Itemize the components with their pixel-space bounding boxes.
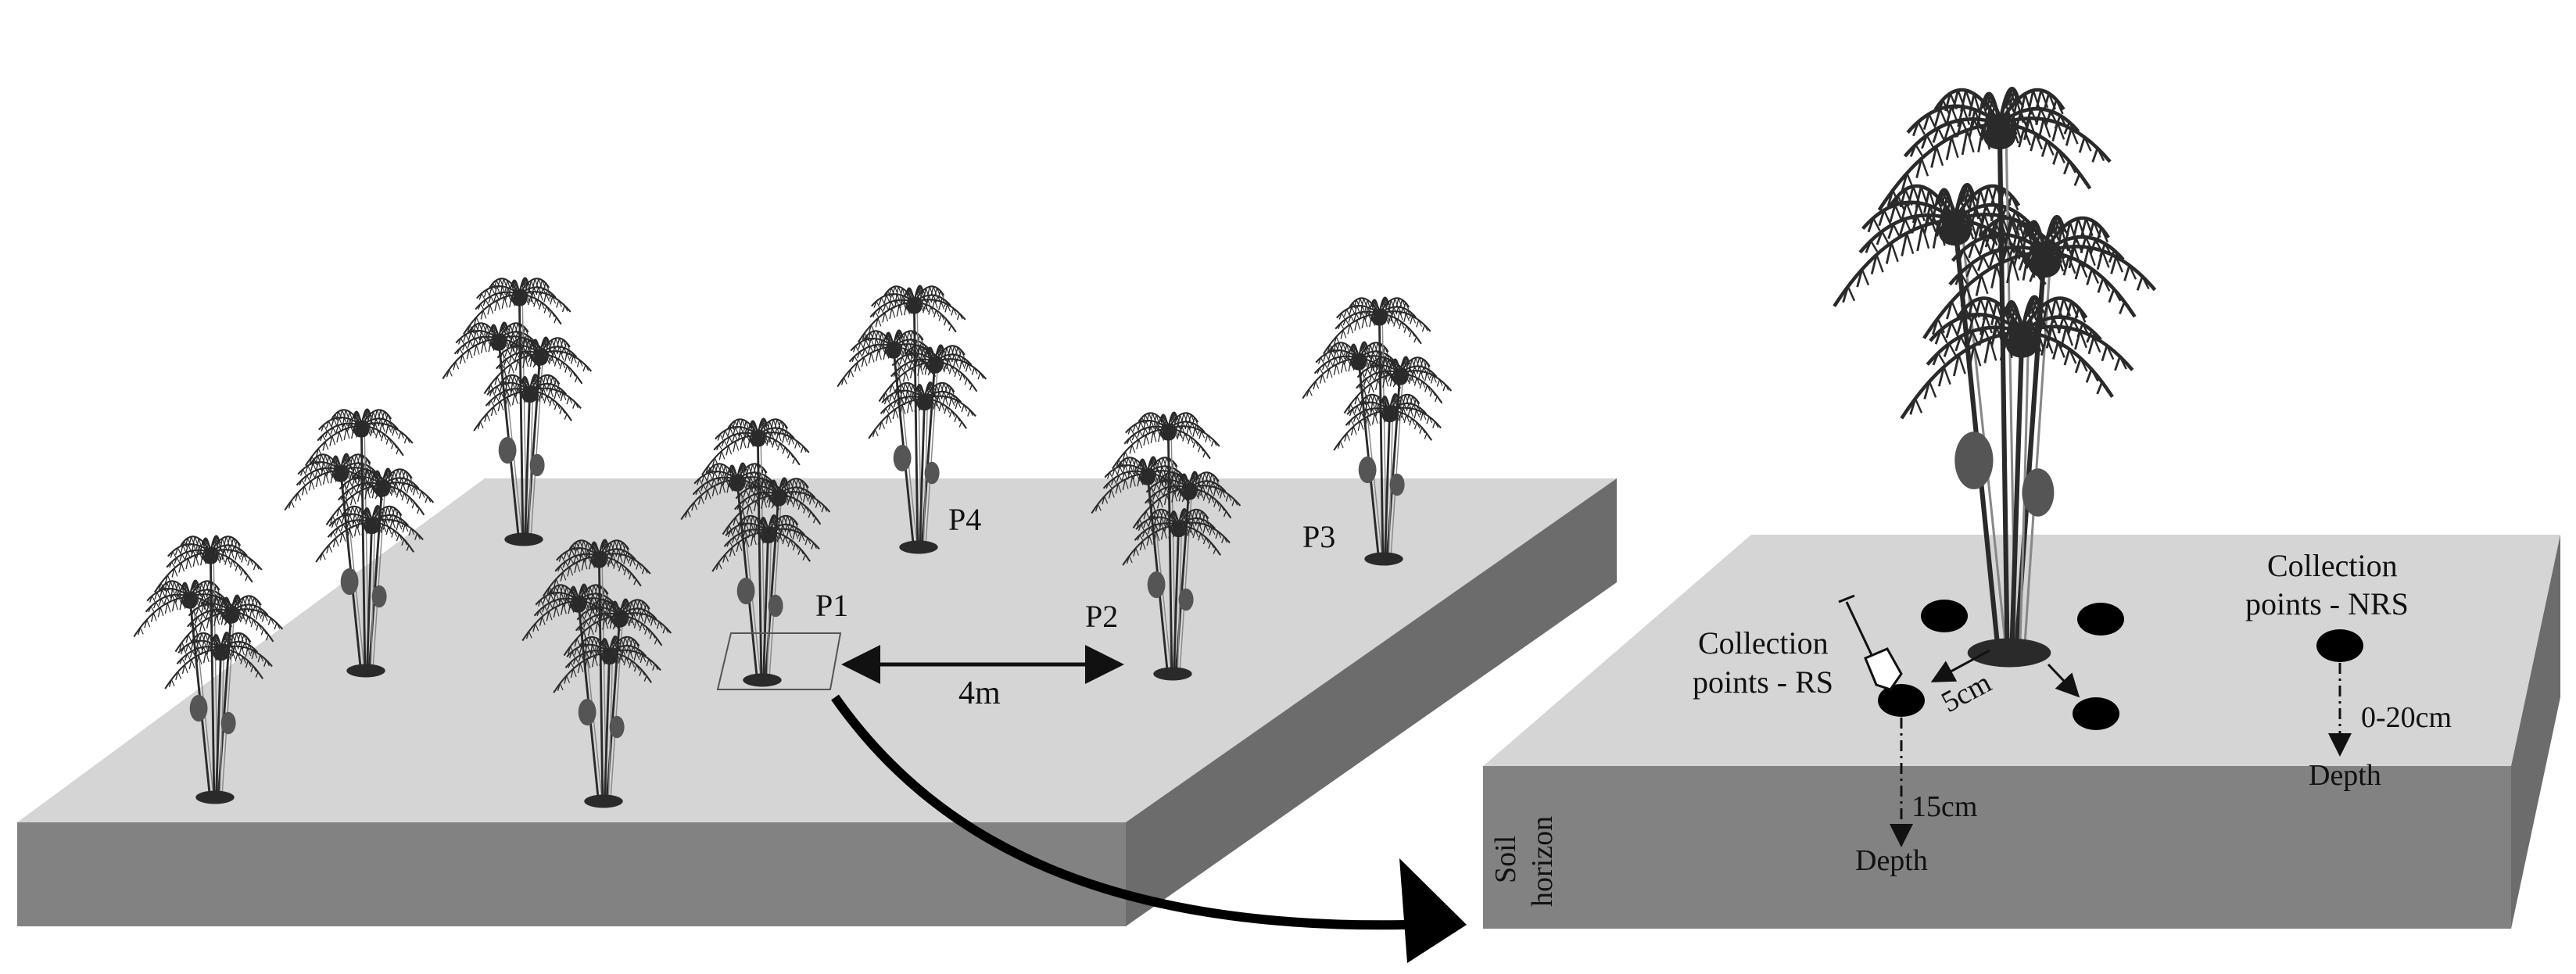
label-p3: P3 bbox=[1302, 519, 1335, 554]
label-depth-nrs: Depth bbox=[2309, 759, 2381, 792]
label-0-20cm: 0-20cm bbox=[2361, 701, 2452, 734]
rs-point bbox=[1921, 600, 1968, 632]
label-15cm: 15cm bbox=[1911, 790, 1977, 823]
label-p2: P2 bbox=[1085, 599, 1118, 634]
rs-point bbox=[2073, 697, 2119, 730]
label-rs-line2: points - RS bbox=[1693, 664, 1833, 700]
label-soil: Soil bbox=[1489, 836, 1522, 883]
label-rs-line1: Collection bbox=[1698, 625, 1829, 661]
nrs-point bbox=[2316, 629, 2363, 662]
rs-point bbox=[1878, 684, 1925, 717]
label-nrs-line2: points - NRS bbox=[2245, 586, 2409, 621]
label-spacing: 4m bbox=[958, 675, 1001, 711]
plot-front-face bbox=[17, 822, 1126, 926]
label-p4: P4 bbox=[948, 502, 981, 537]
label-horizon: horizon bbox=[1526, 816, 1559, 907]
rs-point bbox=[2077, 603, 2124, 636]
label-nrs-line1: Collection bbox=[2267, 548, 2398, 583]
label-depth-rs: Depth bbox=[1855, 844, 1928, 877]
label-p1: P1 bbox=[815, 588, 848, 623]
